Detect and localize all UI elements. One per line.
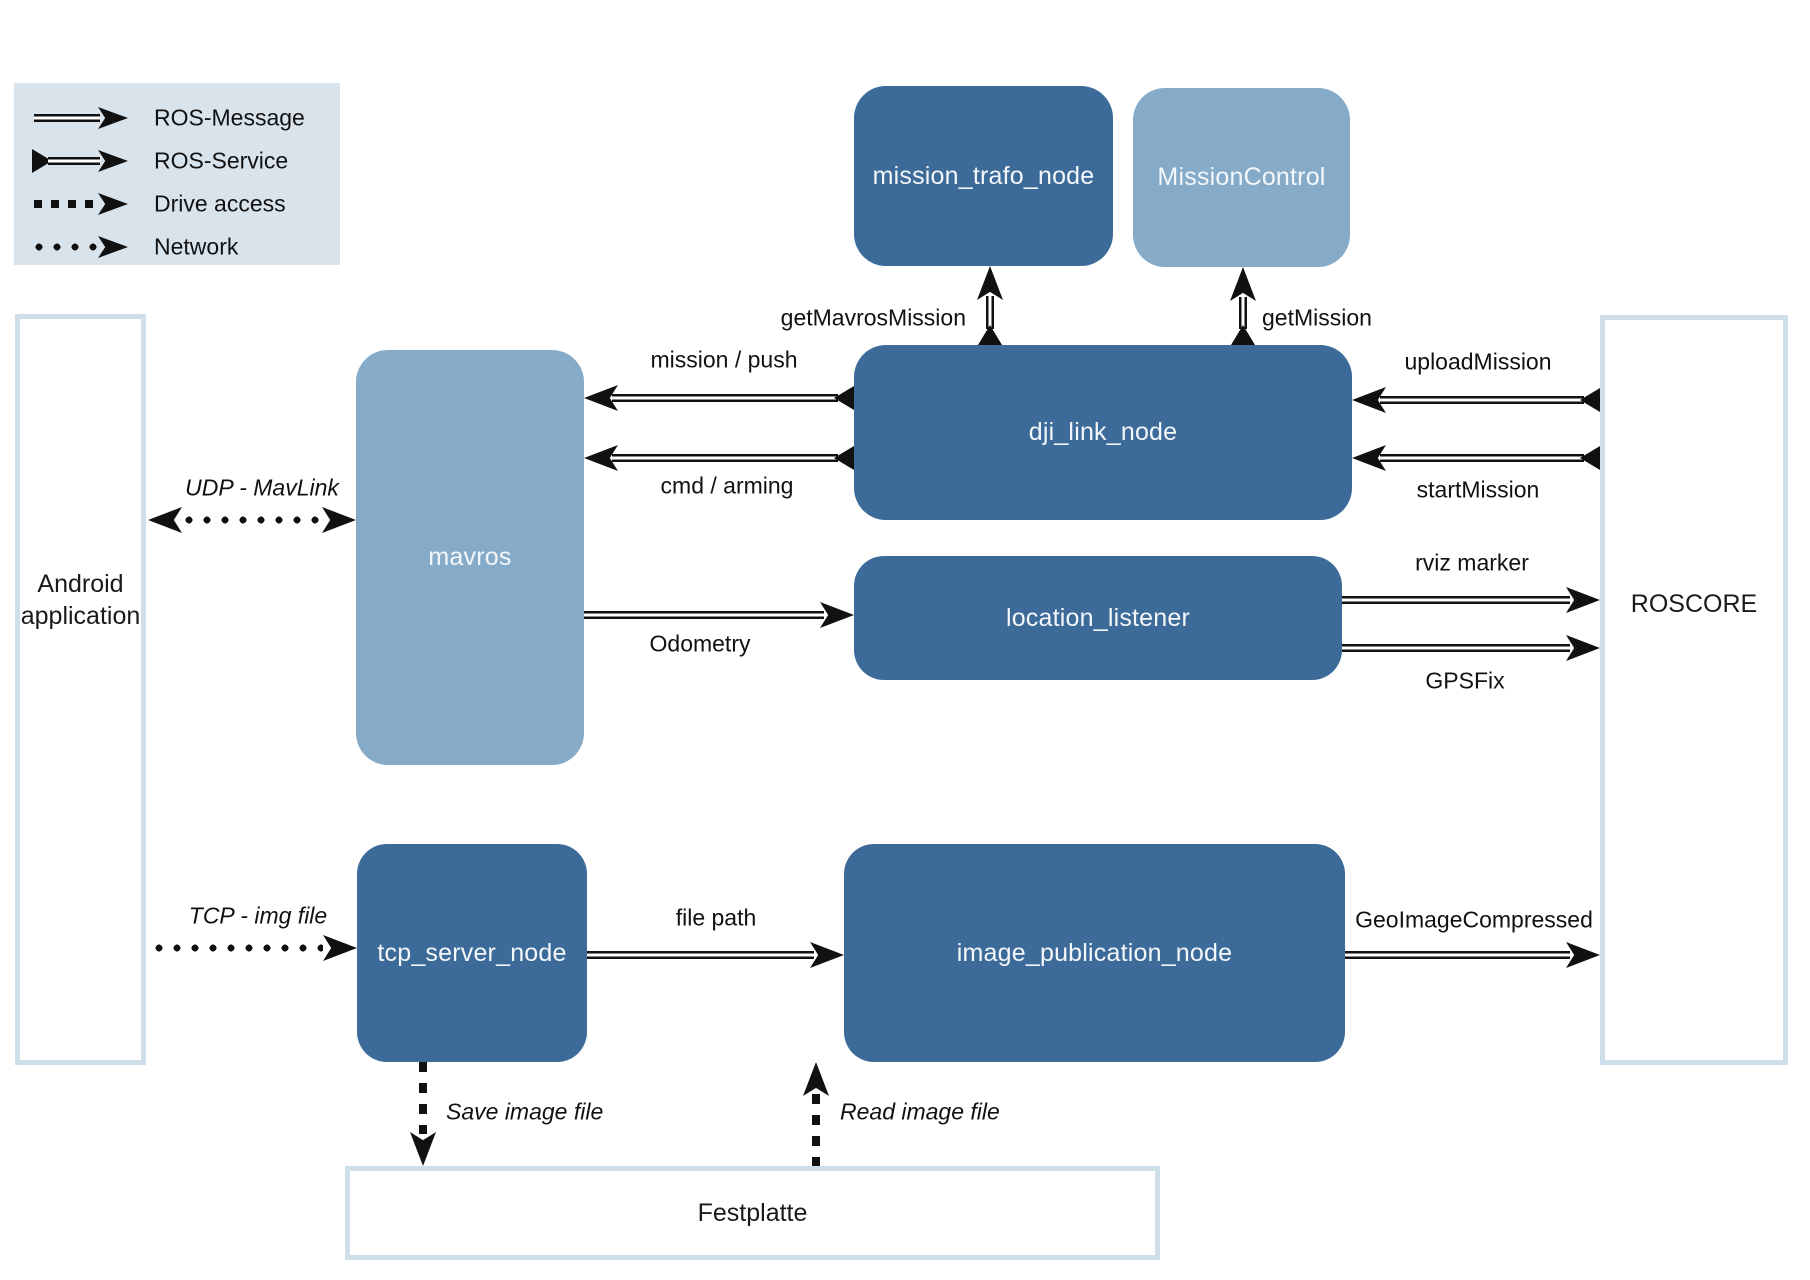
- arrowhead-icon: [98, 107, 128, 129]
- arrowhead-icon: [1566, 635, 1600, 661]
- legend-label: ROS-Service: [154, 147, 289, 174]
- arrowhead-icon: [323, 935, 357, 961]
- service-tail-icon: [978, 325, 1002, 345]
- arrowhead-icon: [322, 507, 356, 533]
- arrow-line: [612, 454, 838, 462]
- legend-label: Drive access: [154, 190, 286, 217]
- arrow-line-dotted: [180, 516, 324, 524]
- arrowhead-icon: [98, 236, 128, 258]
- arrow-line-dotted: [150, 944, 323, 952]
- arrow-line: [1342, 596, 1570, 604]
- arrowhead-icon: [810, 942, 844, 968]
- edge-label-read-image-file: Read image file: [840, 1098, 1000, 1125]
- node-label: location_listener: [1005, 603, 1191, 632]
- arrow-line-dashed: [419, 1062, 427, 1134]
- node-image-publication: image_publication_node: [844, 844, 1345, 1062]
- edge-cmd-arming: [584, 445, 854, 471]
- edge-label-save-image-file: Save image file: [446, 1098, 604, 1125]
- node-label: MissionControl: [1157, 163, 1326, 191]
- node-label: mission_trafo_node: [872, 161, 1095, 190]
- edge-save-image-file: [410, 1062, 436, 1166]
- edge-label-get-mission: getMission: [1262, 304, 1372, 331]
- node-label: tcp_server_node: [377, 938, 567, 967]
- edge-label-rviz-marker: rviz marker: [1415, 549, 1529, 576]
- edge-odometry: [584, 602, 854, 628]
- service-tail-icon: [1580, 388, 1600, 412]
- node-location-listener: location_listener: [854, 556, 1342, 680]
- drive-access-arrow-icon: [34, 200, 98, 208]
- service-tail-icon: [1580, 446, 1600, 470]
- edge-gpsfix: [1342, 635, 1600, 661]
- legend-label: Network: [154, 233, 239, 260]
- service-tail-icon: [1231, 325, 1255, 345]
- edge-label-geo-image-compressed: GeoImageCompressed: [1355, 906, 1593, 933]
- arrow-line-dashed: [812, 1094, 820, 1166]
- edge-rviz-marker: [1342, 587, 1600, 613]
- ros-message-arrow-icon: [34, 114, 100, 122]
- edge-start-mission: [1352, 445, 1600, 471]
- node-label: dji_link_node: [1028, 418, 1178, 446]
- edge-udp-mavlink: [148, 507, 356, 533]
- roscore-panel: [1600, 315, 1788, 1065]
- arrowhead-icon: [98, 150, 128, 172]
- edge-upload-mission: [1352, 387, 1600, 413]
- festplatte-label: Festplatte: [697, 1199, 808, 1227]
- arrowhead-icon: [977, 266, 1003, 300]
- edge-label-tcp-img-file: TCP - img file: [188, 902, 328, 929]
- arrow-line: [1342, 644, 1570, 652]
- arrow-line: [584, 611, 824, 619]
- arrow-line: [587, 951, 814, 959]
- node-dji-link: dji_link_node: [854, 345, 1352, 520]
- arrowhead-icon: [1230, 267, 1256, 301]
- edge-tcp-img-file: [150, 935, 357, 961]
- ros-service-arrow-icon: [48, 157, 100, 165]
- arrowhead-icon: [803, 1062, 829, 1096]
- arrowhead-icon: [98, 193, 128, 215]
- arrow-line: [1380, 454, 1584, 462]
- edge-label-upload-mission: uploadMission: [1404, 348, 1552, 375]
- edge-get-mavros-mission: [977, 266, 1003, 345]
- android-application-label: Android application: [20, 570, 141, 630]
- node-tcp-server: tcp_server_node: [357, 844, 587, 1062]
- node-label: image_publication_node: [956, 938, 1233, 967]
- edge-read-image-file: [803, 1062, 829, 1166]
- edge-get-mission: [1230, 267, 1256, 345]
- network-arrow-icon: [30, 243, 100, 251]
- edge-label-odometry: Odometry: [649, 630, 751, 657]
- node-mavros: mavros: [356, 350, 584, 765]
- legend-box: ROS-Message ROS-Service Drive access Net…: [14, 83, 340, 265]
- node-label: mavros: [428, 543, 512, 571]
- edge-geo-image-compressed: [1345, 942, 1600, 968]
- arrowhead-icon: [820, 602, 854, 628]
- service-tail-icon: [834, 446, 854, 470]
- roscore-label: ROSCORE: [1630, 590, 1758, 618]
- edge-label-file-path: file path: [675, 904, 757, 931]
- edge-mission-push: [584, 385, 854, 411]
- android-application-panel: [15, 314, 146, 1065]
- arrowhead-icon: [1566, 942, 1600, 968]
- arrowhead-icon: [148, 507, 182, 533]
- arrow-line: [612, 394, 838, 402]
- edge-label-get-mavros-mission: getMavrosMission: [780, 304, 966, 331]
- edge-label-start-mission: startMission: [1416, 476, 1540, 503]
- edge-label-mission-push: mission / push: [650, 346, 798, 373]
- festplatte-panel: Festplatte: [345, 1166, 1160, 1260]
- arrow-line: [1380, 396, 1584, 404]
- legend-label: ROS-Message: [154, 104, 305, 131]
- arrow-line: [1345, 951, 1570, 959]
- service-tail-icon: [834, 386, 854, 410]
- edge-file-path: [587, 942, 844, 968]
- edge-label-cmd-arming: cmd / arming: [660, 472, 794, 499]
- edge-label-gpsfix: GPSFix: [1425, 667, 1505, 694]
- edge-label-udp-mavlink: UDP - MavLink: [185, 474, 339, 501]
- arrowhead-icon: [1566, 587, 1600, 613]
- arrow-line: [986, 296, 994, 329]
- node-mission-control: MissionControl: [1133, 88, 1350, 267]
- node-mission-trafo: mission_trafo_node: [854, 86, 1113, 266]
- arrowhead-icon: [410, 1132, 436, 1166]
- arrow-line: [1239, 297, 1247, 329]
